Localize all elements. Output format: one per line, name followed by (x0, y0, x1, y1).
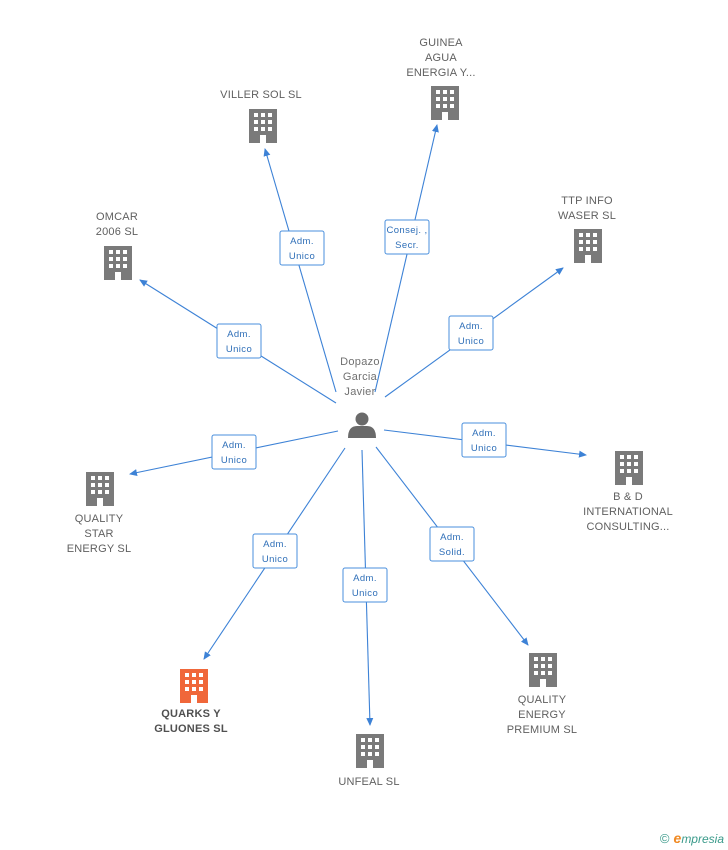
role-label: Adm. (222, 440, 246, 451)
company-name: PREMIUM SL (507, 724, 577, 736)
role-label: Unico (458, 336, 484, 347)
company-name: ENERGY SL (67, 543, 132, 555)
role-label: Consej. , (386, 225, 427, 236)
company-node-unfeal[interactable]: UNFEAL SL (338, 734, 399, 788)
role-label: Secr. (395, 240, 419, 251)
role-badge-omcar[interactable]: Adm. Unico (216, 323, 262, 359)
role-badge-bd[interactable]: Adm. Unico (461, 422, 507, 458)
role-label: Adm. (459, 321, 483, 332)
company-node-guinea[interactable]: GUINEA AGUA ENERGIA Y... (406, 37, 475, 120)
role-badge-quarks[interactable]: Adm. Unico (252, 533, 298, 569)
person-icon (348, 412, 376, 438)
company-name: B & D (613, 491, 643, 503)
role-label: Unico (471, 443, 497, 454)
company-node-bd[interactable]: B & D INTERNATIONAL CONSULTING... (583, 451, 673, 533)
brand-logo: empresia (673, 830, 724, 846)
role-label: Adm. (440, 532, 464, 543)
building-icon (180, 669, 208, 703)
role-label: Adm. (290, 236, 314, 247)
building-icon (249, 109, 277, 143)
role-label: Unico (289, 251, 315, 262)
role-badge-qpremium[interactable]: Adm. Solid. (429, 526, 475, 562)
building-icon (615, 451, 643, 485)
person-name: Javier (344, 386, 375, 398)
role-label: Unico (226, 344, 252, 355)
role-badge-villersol[interactable]: Adm. Unico (279, 230, 325, 266)
company-name: GUINEA (419, 37, 463, 49)
building-icon (529, 653, 557, 687)
company-name: QUALITY (518, 694, 567, 706)
company-name: 2006 SL (96, 226, 138, 238)
building-icon (104, 246, 132, 280)
building-icon (356, 734, 384, 768)
company-name: INTERNATIONAL (583, 506, 673, 518)
company-name: ENERGY (518, 709, 566, 721)
company-name: UNFEAL SL (338, 776, 399, 788)
building-icon (86, 472, 114, 506)
copyright-icon: © (659, 830, 670, 846)
role-label: Solid. (439, 547, 465, 558)
person-name: Dopazo (340, 356, 380, 368)
role-label: Adm. (472, 428, 496, 439)
role-badge-guinea[interactable]: Consej. , Secr. (384, 219, 430, 255)
company-node-villersol[interactable]: VILLER SOL SL (220, 89, 302, 143)
company-node-ttp[interactable]: TTP INFO WASER SL (558, 195, 616, 263)
watermark: © empresia (660, 830, 724, 846)
role-label: Adm. (353, 573, 377, 584)
company-name: WASER SL (558, 210, 616, 222)
building-icon (431, 86, 459, 120)
company-name: CONSULTING... (586, 521, 669, 533)
company-name: VILLER SOL SL (220, 89, 302, 101)
role-label: Adm. (263, 539, 287, 550)
role-badge-qstar[interactable]: Adm. Unico (211, 434, 257, 470)
role-label: Unico (262, 554, 288, 565)
role-label: Unico (221, 455, 247, 466)
company-node-omcar[interactable]: OMCAR 2006 SL (96, 211, 138, 280)
company-name: TTP INFO (561, 195, 613, 207)
role-label: Adm. (227, 329, 251, 340)
company-node-qpremium[interactable]: QUALITY ENERGY PREMIUM SL (507, 653, 577, 736)
edge-guinea (374, 124, 439, 393)
company-node-qstar[interactable]: QUALITY STAR ENERGY SL (67, 472, 132, 555)
company-name: GLUONES SL (154, 723, 228, 735)
company-node-quarks[interactable]: QUARKS Y GLUONES SL (154, 669, 228, 735)
company-name: AGUA (425, 52, 457, 64)
company-name: STAR (84, 528, 113, 540)
edge-villersol (263, 148, 337, 393)
role-label: Unico (352, 588, 378, 599)
person-name: Garcia (343, 371, 378, 383)
building-icon (574, 229, 602, 263)
role-badge-ttp[interactable]: Adm. Unico (448, 315, 494, 351)
company-name: ENERGIA Y... (406, 67, 475, 79)
company-name: QUARKS Y (161, 708, 221, 720)
company-name: QUALITY (75, 513, 124, 525)
company-name: OMCAR (96, 211, 138, 223)
role-badge-unfeal[interactable]: Adm. Unico (342, 567, 388, 603)
